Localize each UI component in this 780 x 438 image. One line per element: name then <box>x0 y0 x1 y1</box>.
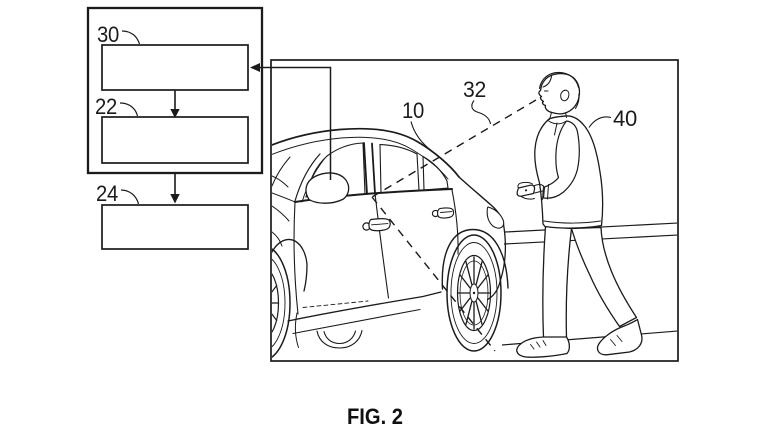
cowl-line <box>272 192 296 203</box>
taillight <box>486 206 505 229</box>
ref-label-40: 40 <box>613 106 637 131</box>
mid-door-seam <box>374 192 390 299</box>
front-door-handle <box>362 218 391 232</box>
a-pillar <box>294 153 321 202</box>
arrowhead <box>170 194 180 204</box>
rear-door-seam <box>451 189 459 255</box>
arrowhead <box>250 63 260 72</box>
ref-label-32: 32 <box>463 77 486 102</box>
jacket-hem <box>543 220 601 224</box>
rear-shoe <box>596 318 643 356</box>
front-door-seam <box>293 201 299 315</box>
quarter-window <box>422 155 449 191</box>
trailing-leg <box>570 226 638 328</box>
scene: 10 32 40 <box>270 59 679 362</box>
ref-leader-30 <box>121 30 141 45</box>
collar <box>547 112 567 136</box>
side-mirror <box>305 172 350 204</box>
sightline-dash-lower <box>371 196 496 352</box>
ref-leader-40 <box>588 116 612 128</box>
rear-wheel <box>446 234 502 352</box>
detection-lines <box>371 99 537 352</box>
sleeve <box>542 120 580 199</box>
hair <box>538 71 580 110</box>
fingers <box>517 181 544 200</box>
rear-wheel-arch <box>441 228 509 290</box>
sleeve-cuff <box>542 184 549 200</box>
fob-button <box>524 189 528 192</box>
ref-label-22: 22 <box>95 94 117 119</box>
front-wheel <box>272 248 291 358</box>
sill-line <box>287 291 442 322</box>
arrow-30-to-22 <box>170 90 180 118</box>
front-wheel-arch <box>272 238 308 292</box>
front-bumper <box>272 231 283 247</box>
roof-molding <box>272 136 449 180</box>
sensor-link-line <box>260 66 332 180</box>
person <box>516 71 643 358</box>
b-pillar <box>363 142 376 195</box>
arrow-to-24 <box>170 173 180 204</box>
block-30-box <box>101 44 249 91</box>
head <box>538 72 581 115</box>
ref-label-10: 10 <box>402 98 424 123</box>
block-diagram: 30 22 24 <box>86 6 264 250</box>
vehicle <box>272 127 509 358</box>
sensor-link <box>250 63 332 180</box>
block-24-box <box>101 204 249 250</box>
fender-line <box>272 205 290 222</box>
sightline-dash-upper <box>371 99 537 198</box>
front-shoe <box>516 336 571 358</box>
front-shoe-laces <box>530 340 547 350</box>
front-leg <box>542 225 573 339</box>
ref-leader-32 <box>471 100 492 125</box>
rear-shoe-laces <box>610 335 623 346</box>
hood-line <box>272 175 289 188</box>
ref-leader-24 <box>120 189 140 205</box>
ear <box>560 89 570 102</box>
arrowhead <box>170 109 180 118</box>
hand-with-fob <box>516 181 544 200</box>
scene-frame <box>270 59 679 362</box>
ref-label-30: 30 <box>97 22 119 47</box>
far-front-wheel <box>316 329 363 349</box>
windshield-edge <box>272 156 291 187</box>
roof-line <box>272 127 460 178</box>
block-22-box <box>101 116 249 164</box>
mudflap <box>294 312 299 348</box>
door-crease <box>302 300 369 308</box>
rocker-line <box>292 308 421 335</box>
ref-leader-22 <box>119 102 139 117</box>
rear-door-handle <box>431 207 455 219</box>
rear-window <box>379 143 420 194</box>
ref-label-24: 24 <box>96 181 118 206</box>
ref-leader-10 <box>410 121 431 151</box>
figure-caption: FIG. 2 <box>347 404 403 429</box>
